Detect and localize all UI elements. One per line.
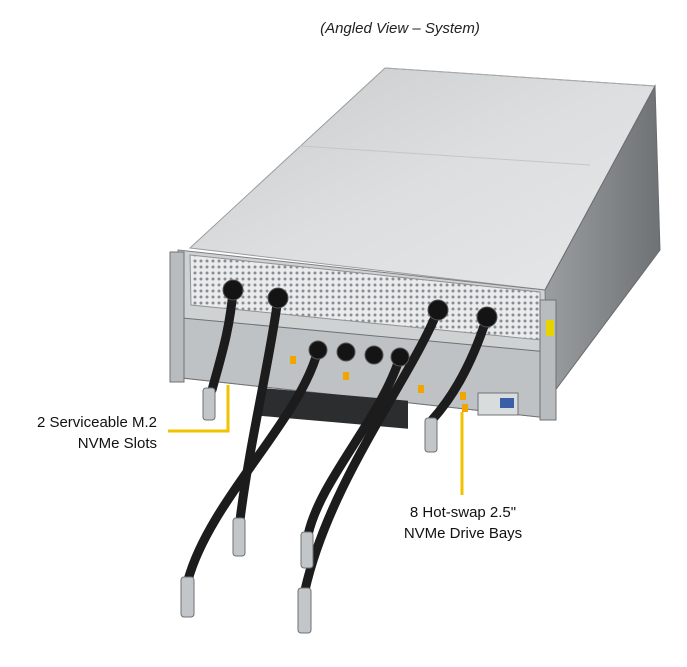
drive-tab bbox=[343, 372, 349, 380]
view-caption: (Angled View – System) bbox=[320, 20, 480, 37]
left-handle bbox=[169, 251, 185, 383]
m2-slots-line2: NVMe Slots bbox=[77, 435, 157, 452]
hose-ports bbox=[222, 279, 498, 367]
drive-tab bbox=[290, 356, 296, 364]
m2-slots-line1: 2 Serviceable M.2 bbox=[36, 414, 157, 431]
drive-tab bbox=[418, 385, 424, 393]
drive-tab bbox=[462, 404, 468, 412]
right-handle bbox=[539, 299, 557, 421]
m2-callout-line bbox=[168, 385, 230, 433]
io-port bbox=[500, 398, 514, 408]
coolant-hoses bbox=[183, 285, 492, 595]
drive-bays-callout: 8 Hot-swap 2.5" NVMe Drive Bays bbox=[388, 502, 538, 544]
hose-fittings bbox=[180, 387, 438, 634]
drive-bays-line2: NVMe Drive Bays bbox=[403, 525, 523, 542]
drive-tab bbox=[460, 392, 466, 400]
m2-slots-callout: 2 Serviceable M.2 NVMe Slots bbox=[20, 412, 157, 454]
drive-bays-line1: 8 Hot-swap 2.5" bbox=[409, 504, 517, 521]
